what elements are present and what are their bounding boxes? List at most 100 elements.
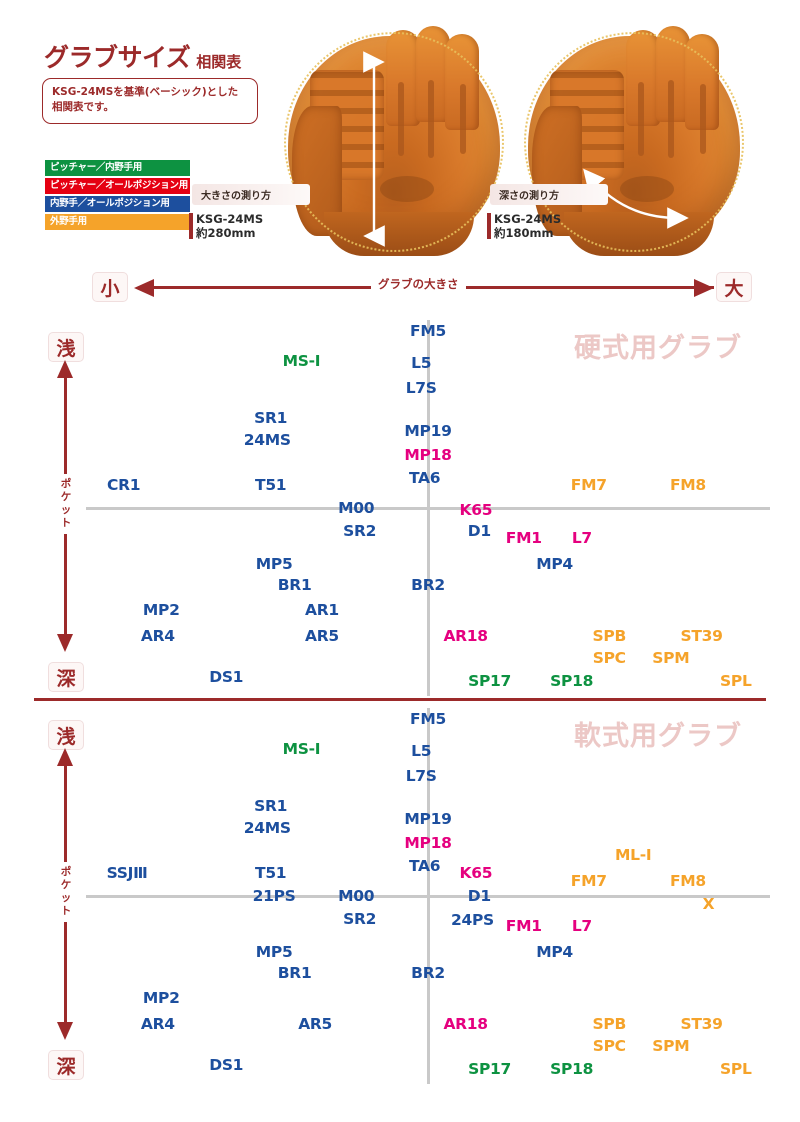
data-point-soft-21PS: 21PS [252,887,296,905]
data-point-soft-L7: L7 [571,917,592,936]
data-point-soft-24PS: 24PS [451,911,494,930]
data-point-hard-MP2: MP2 [142,600,180,619]
data-point-soft-SPM: SPM [652,1037,690,1056]
pocket-axis-down-arrow [57,634,73,652]
size-axis-small-cap: 小 [92,272,128,302]
data-point-soft-D1: D1 [467,887,491,905]
data-point-hard-DS1: DS1 [209,668,244,687]
data-point-soft-DS1: DS1 [209,1056,244,1075]
data-point-hard-T51: T51 [255,476,287,495]
data-point-soft-L7S: L7S [405,766,437,785]
data-point-hard-FM5: FM5 [410,322,446,341]
chart-watermark-hard: 硬式用グラブ [574,333,742,364]
data-point-soft-T51: T51 [255,864,287,883]
data-point-hard-SP17: SP17 [468,671,511,690]
data-point-hard-SP18: SP18 [550,671,594,690]
data-point-hard-FM1: FM1 [505,529,542,548]
data-point-hard-SPL: SPL [720,671,752,690]
data-point-hard-L7: L7 [571,529,592,548]
size-axis-label: グラブの大きさ [371,276,466,292]
data-point-hard-FM7: FM7 [570,476,607,495]
depth-measure-caption: 深さの測り方 [490,184,608,205]
pocket-axis: 浅 ポケット 深 [38,324,100,692]
page-title-sub: 相関表 [196,53,242,71]
size-axis-left-arrow [134,279,154,297]
header: グラブサイズ 相関表 KSG-24MSを基準(ベーシック)とした 相関表です。 … [0,0,800,262]
pocket-axis-down-arrow [57,1022,73,1040]
data-point-soft-TA6: TA6 [408,856,441,875]
data-point-soft-FM8: FM8 [669,871,706,890]
pocket-axis-shallow-cap: 浅 [48,720,84,750]
pocket-axis: 浅 ポケット 深 [38,712,100,1080]
glove-illustration [524,26,744,256]
data-point-soft-SR1: SR1 [254,796,288,815]
page-title-main: グラブサイズ [44,43,191,72]
data-point-soft-MP18: MP18 [404,834,452,853]
size-measure-mm: 約280mm [196,226,256,240]
data-point-hard-AR1: AR1 [305,600,339,619]
chart-divider [34,698,766,701]
note-line-2: 相関表です。 [52,101,114,113]
legend-item-2: 内野手／オールポジション用 [45,196,190,212]
depth-measure-value: KSG-24MS 約180mm [486,212,562,240]
size-measure-caption: 大きさの測り方 [192,184,310,205]
glove-size-axis: 小 大 グラブの大きさ [0,272,800,312]
data-point-hard-AR4: AR4 [140,626,175,645]
data-point-hard-SPB: SPB [592,626,627,645]
data-point-soft-AR4: AR4 [140,1014,175,1033]
data-point-soft-AR18: AR18 [443,1014,488,1033]
data-point-hard-K65: K65 [459,500,493,519]
data-point-soft-FM1: FM1 [505,917,542,936]
data-point-hard-MS-I: MS-I [282,352,321,371]
data-point-soft-SPB: SPB [592,1014,627,1033]
pocket-axis-shallow-cap: 浅 [48,332,84,362]
data-point-soft-SPL: SPL [720,1059,752,1078]
data-point-hard-SR2: SR2 [343,521,377,540]
data-point-hard-L7S: L7S [405,378,437,397]
data-point-hard-BR2: BR2 [411,576,445,595]
data-point-hard-MP4: MP4 [536,555,573,574]
data-point-hard-MP18: MP18 [404,446,452,465]
depth-measure-model: KSG-24MS [494,212,562,226]
data-point-hard-CR1: CR1 [107,476,141,495]
data-point-hard-SPM: SPM [652,649,690,668]
chart-watermark-soft: 軟式用グラブ [574,721,742,752]
data-point-soft-M00: M00 [338,887,375,905]
page-title: グラブサイズ 相関表 [44,38,241,74]
pocket-axis-label: ポケット [56,862,76,922]
data-point-soft-FM7: FM7 [570,871,607,890]
data-point-hard-MP5: MP5 [255,555,293,574]
vertical-size-arrow [363,51,385,247]
note-line-1: KSG-24MSを基準(ベーシック)とした [52,86,239,98]
pocket-axis-deep-cap: 深 [48,1050,84,1080]
data-point-soft-MP5: MP5 [255,943,293,962]
data-point-hard-MP19: MP19 [404,421,452,440]
legend-item-0: ピッチャー／内野手用 [45,160,190,176]
data-point-soft-SSJ: SSJⅢ [106,864,148,883]
pocket-axis-up-arrow [57,748,73,766]
data-point-hard-SPC: SPC [592,649,626,668]
data-point-soft-MS-I: MS-I [282,740,321,759]
data-point-hard-TA6: TA6 [408,468,441,487]
data-point-soft-SP17: SP17 [468,1059,511,1078]
data-point-soft-MP2: MP2 [142,988,180,1007]
data-point-hard-L5: L5 [411,354,432,373]
data-point-soft-ML-I: ML-I [615,845,652,864]
pocket-axis-up-arrow [57,360,73,378]
data-point-soft-FM5: FM5 [410,710,446,729]
data-point-hard-SR1: SR1 [254,408,288,427]
legend-item-1: ピッチャー／オールポジション用 [45,178,190,194]
data-point-soft-MP19: MP19 [404,809,452,828]
size-measure-model: KSG-24MS [196,212,264,226]
data-point-hard-D1: D1 [467,521,491,540]
glove-lacing [524,32,744,252]
data-point-soft-L5: L5 [411,742,432,761]
size-measure-value: KSG-24MS 約280mm [188,212,264,240]
data-point-hard-M00: M00 [338,499,375,517]
data-point-soft-AR5: AR5 [298,1014,333,1033]
pocket-axis-deep-cap: 深 [48,662,84,692]
data-point-soft-BR2: BR2 [411,964,445,983]
